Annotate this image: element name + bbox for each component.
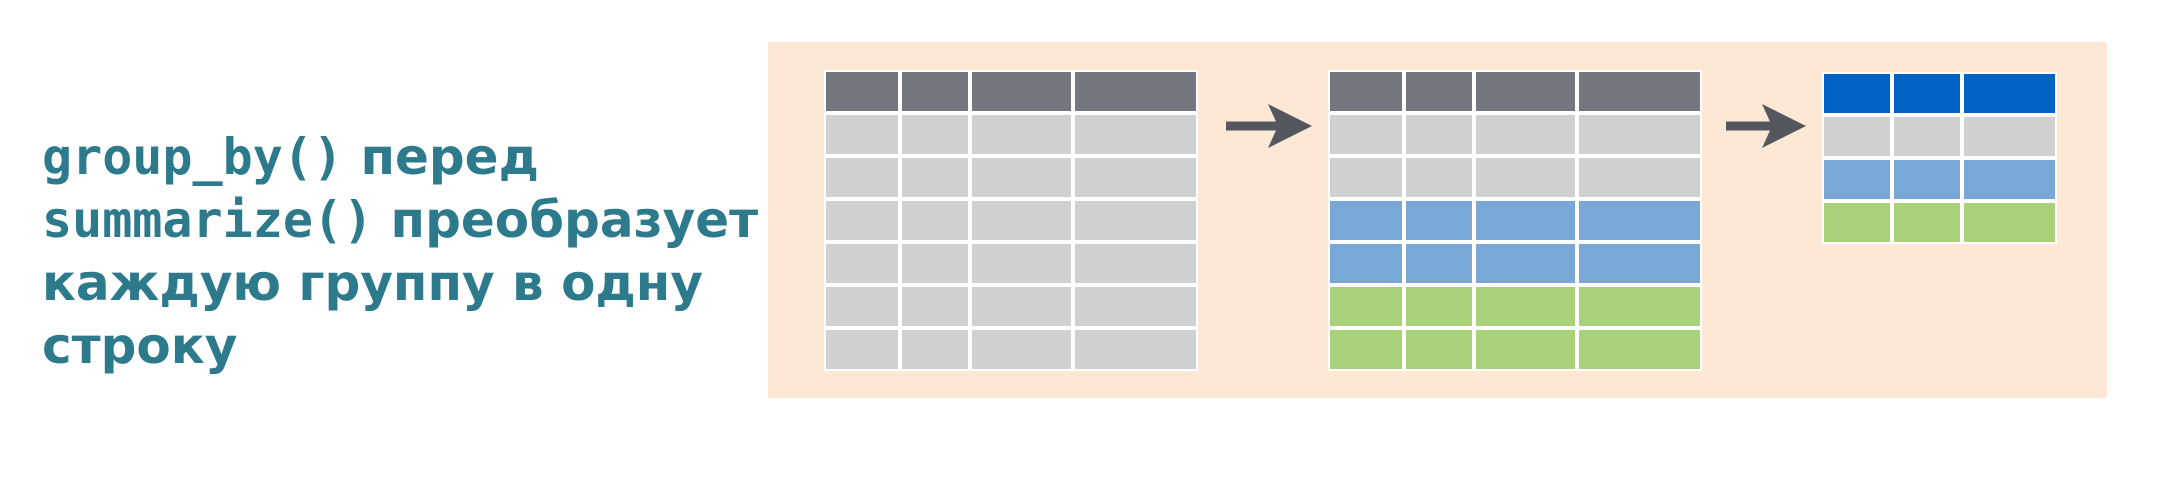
table-cell <box>1330 244 1402 283</box>
table-cell <box>1476 201 1575 240</box>
table-cell <box>1476 158 1575 197</box>
header-cell <box>826 72 898 111</box>
table-cell <box>1330 158 1402 197</box>
table-cell <box>1894 117 1960 156</box>
table-cell <box>1579 201 1700 240</box>
table-cell <box>1075 244 1196 283</box>
table-cell <box>1579 115 1700 154</box>
table-cell <box>972 244 1071 283</box>
caption-text-1: перед <box>343 128 539 186</box>
arrow-head <box>1762 104 1806 148</box>
table-cell <box>902 115 968 154</box>
table-cell <box>1075 201 1196 240</box>
table-cell <box>1075 158 1196 197</box>
table-cell <box>1406 287 1472 326</box>
header-cell <box>1824 74 1890 113</box>
table-cell <box>826 201 898 240</box>
arrow-head <box>1268 104 1312 148</box>
table-cell <box>1964 160 2055 199</box>
table-cell <box>902 244 968 283</box>
caption-line-1: group_by() перед <box>42 126 742 189</box>
arrow-right-icon <box>1226 104 1312 148</box>
caption-line-4: строку <box>42 317 238 375</box>
table-cell <box>972 115 1071 154</box>
table-cell <box>1406 330 1472 369</box>
code-group-by: group_by() <box>42 128 344 186</box>
header-cell <box>972 72 1071 111</box>
table-cell <box>1964 117 2055 156</box>
table-summarized <box>1822 72 2057 244</box>
table-cell <box>1406 201 1472 240</box>
table-cell <box>1476 115 1575 154</box>
table-cell <box>1476 244 1575 283</box>
header-cell <box>1330 72 1402 111</box>
caption: group_by() перед summarize() преобразует… <box>42 126 758 378</box>
table-cell <box>1824 117 1890 156</box>
table-cell <box>1579 287 1700 326</box>
table-cell <box>902 201 968 240</box>
table-cell <box>902 330 968 369</box>
table-cell <box>972 287 1071 326</box>
table-cell <box>826 244 898 283</box>
table-cell <box>826 287 898 326</box>
table-cell <box>826 158 898 197</box>
table-cell <box>972 158 1071 197</box>
table-grouped <box>1328 70 1702 371</box>
table-cell <box>1075 330 1196 369</box>
header-cell <box>1476 72 1575 111</box>
table-cell <box>826 330 898 369</box>
header-cell <box>1894 74 1960 113</box>
table-input <box>824 70 1198 371</box>
table-cell <box>1406 244 1472 283</box>
caption-text-2: преобразует <box>373 191 759 249</box>
header-cell <box>1964 74 2055 113</box>
table-cell <box>1406 158 1472 197</box>
header-cell <box>1579 72 1700 111</box>
arrow-right-icon <box>1726 104 1806 148</box>
table-cell <box>902 158 968 197</box>
table-cell <box>1476 287 1575 326</box>
caption-line-2: summarize() преобразует <box>42 189 758 252</box>
table-cell <box>1075 115 1196 154</box>
table-cell <box>1406 115 1472 154</box>
table-cell <box>1579 244 1700 283</box>
table-cell <box>1964 203 2055 242</box>
table-cell <box>1330 201 1402 240</box>
table-cell <box>826 115 898 154</box>
table-cell <box>1579 158 1700 197</box>
header-cell <box>1406 72 1472 111</box>
table-cell <box>1330 287 1402 326</box>
table-cell <box>1476 330 1575 369</box>
table-cell <box>1894 203 1960 242</box>
table-cell <box>1894 160 1960 199</box>
table-cell <box>1330 330 1402 369</box>
table-cell <box>902 287 968 326</box>
header-cell <box>1075 72 1196 111</box>
table-cell <box>1824 203 1890 242</box>
table-cell <box>1824 160 1890 199</box>
caption-line-3: каждую группу в одну <box>42 254 703 312</box>
table-cell <box>972 330 1071 369</box>
header-cell <box>902 72 968 111</box>
table-cell <box>1579 330 1700 369</box>
table-cell <box>972 201 1071 240</box>
table-cell <box>1330 115 1402 154</box>
table-cell <box>1075 287 1196 326</box>
code-summarize: summarize() <box>42 191 374 249</box>
